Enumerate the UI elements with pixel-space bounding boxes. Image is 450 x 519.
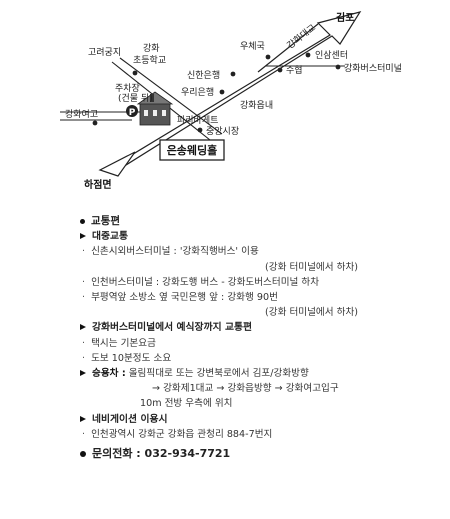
suhyup-dot [277, 67, 283, 73]
terminal-item: ·택시는 기본요금 [82, 337, 156, 349]
venue-building-icon [136, 91, 174, 126]
highschool-label: 강화여고 [65, 108, 98, 120]
hajeom-arrow [98, 151, 136, 177]
gimpo-label: 김포 [336, 12, 354, 24]
nav-address: ·인천광역시 강화군 강화읍 관청리 884-7번지 [82, 428, 273, 440]
post-office-dot [265, 54, 271, 60]
parking-icon: P [126, 105, 138, 118]
public-item: ·부평역앞 소방소 옆 국민은행 앞 : 강화행 90번 [82, 292, 278, 304]
elementary-label-2: 초등학교 [133, 55, 166, 66]
paris-label: 파리바게트 [177, 115, 218, 126]
elementary-label-1: 강화 [143, 43, 160, 54]
market-dot [197, 127, 203, 133]
palace-label: 고려궁지 [88, 47, 121, 58]
palace-road-2 [119, 57, 223, 135]
post-office-label: 우체국 [240, 41, 265, 52]
terminal-label: 강화버스터미널 [344, 63, 402, 74]
car-line: 10m 전방 우측에 위치 [140, 398, 233, 410]
nav-heading: 네비게이션 이용시 [80, 412, 440, 427]
suhyup-label: 수협 [286, 64, 303, 76]
triangle-icon [80, 415, 86, 422]
triangle-icon [80, 370, 86, 377]
insam-dot [305, 52, 311, 58]
public-item: ·신촌시외버스터미널 : '강화직행버스' 이용 [82, 246, 259, 258]
triangle-icon [80, 324, 86, 331]
elementary-dot [132, 70, 138, 76]
car-directions: 승용차 : 올림픽대로 또는 강변북로에서 김포/강화방향 [80, 366, 440, 381]
public-item-note: (강화 터미널에서 하차) [265, 307, 359, 319]
woori-label: 우리은행 [181, 86, 214, 98]
hajeom-label: 하점면 [84, 178, 112, 191]
parking-sign-text: P [129, 108, 136, 118]
terminal-item: ·도보 10분정도 소요 [82, 352, 172, 364]
parking-label-1: 주차장 [115, 82, 140, 94]
terminal-heading: 강화버스터미널에서 예식장까지 교통편 [80, 320, 440, 335]
parking-label-2: (건물 뒤) [118, 92, 153, 104]
location-map: P 김포 강화대교 우체국 인삼센터 수협 강화버스터미널 고려궁지 강화 초등… [60, 11, 402, 191]
venue-label: 은송웨딩홀 [167, 143, 218, 157]
triangle-icon [80, 233, 86, 240]
bullet-icon [80, 218, 85, 224]
map-dots [92, 52, 341, 133]
insam-label: 인삼센터 [315, 50, 348, 61]
phone-contact: 문의전화 : 032-934-7721 [80, 446, 440, 461]
directions-panel: 교통편 대중교통 ·신촌시외버스터미널 : '강화직행버스' 이용 (강화 터미… [80, 212, 440, 461]
public-item-note: (강화 터미널에서 하차) [265, 261, 359, 273]
gimpo-road [257, 23, 319, 73]
bullet-icon [80, 451, 86, 458]
eup-label: 강화읍내 [240, 100, 273, 111]
highschool-dot [92, 120, 98, 126]
woori-dot [219, 89, 225, 95]
shinhan-dot [230, 71, 236, 77]
car-line: → 강화제1대교 → 강화읍방향 → 강화여고입구 [152, 383, 339, 395]
venue-box [159, 139, 225, 161]
public-item: ·인천버스터미널 : 강화도행 버스 - 강화도버스터미널 하차 [82, 276, 320, 288]
transport-heading: 교통편 [80, 214, 440, 229]
main-road [114, 11, 362, 171]
market-label: 중앙시장 [206, 125, 239, 137]
terminal-dot [335, 64, 341, 70]
shinhan-label: 신한은행 [187, 69, 220, 81]
public-transport-heading: 대중교통 [80, 229, 440, 244]
